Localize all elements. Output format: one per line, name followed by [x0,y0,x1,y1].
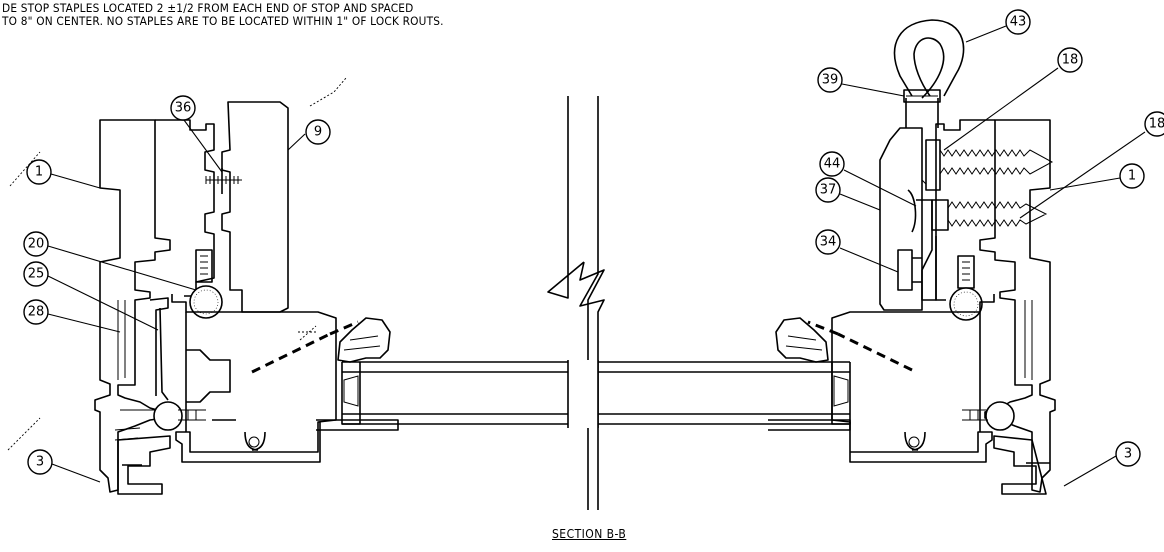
right-weatherstrip [949,255,983,321]
callout-1-left: 1 [26,159,101,189]
callout-25: 25 [23,261,159,331]
left-jamb-sill-3 [117,401,206,495]
callout-3-right: 3 [1063,441,1141,487]
callout-39: 39 [817,67,905,97]
callout-34-label: 34 [820,235,837,250]
left-sash-profile [171,294,359,463]
right-pivot-bar-43 [893,19,965,128]
break-line [547,96,605,510]
right-bead-glazing [775,317,829,363]
callout-28-label: 28 [28,305,45,320]
section-title: SECTION B-B [552,527,627,541]
callout-1-left-label: 1 [35,165,43,180]
callout-36-label: 36 [175,101,192,116]
left-stop-9 [221,101,289,313]
callout-3-right-label: 3 [1124,447,1132,462]
callout-44: 44 [819,151,917,207]
callout-43: 43 [965,9,1031,43]
callout-44-label: 44 [824,157,841,172]
staple-note-line-2: TO 8" ON CENTER. NO STAPLES ARE TO BE LO… [2,14,444,28]
callout-1-right: 1 [1049,163,1145,191]
left-bead-glazing [337,317,391,363]
callout-20-label: 20 [28,237,45,252]
callout-1-right-label: 1 [1128,169,1136,184]
callout-37-label: 37 [820,183,837,198]
callout-3-left: 3 [27,449,101,483]
callout-25-label: 25 [28,267,45,282]
callout-18-lower-label: 18 [1149,117,1164,132]
callout-18-lower: 18 [1019,111,1164,219]
right-stop-37 [879,127,923,311]
callout-3-left-label: 3 [36,455,44,470]
left-staple-36 [205,168,242,194]
staple-note: DE STOP STAPLES LOCATED 2 ±1/2 FROM EACH… [2,2,444,28]
callout-9-label: 9 [314,125,322,140]
right-lock-44-34 [897,189,937,301]
callout-34: 34 [815,229,899,273]
right-jamb-sill-3 [962,401,1050,495]
callout-37: 37 [815,177,881,211]
callout-9: 9 [287,119,331,151]
callout-18-upper-label: 18 [1062,53,1079,68]
right-screws-18 [921,139,1054,231]
staple-note-line-1: DE STOP STAPLES LOCATED 2 ±1/2 FROM EACH… [2,1,414,15]
left-corner-keeper-25-28 [149,297,169,401]
right-sash-profile [807,294,995,463]
callout-18-upper: 18 [943,47,1083,151]
callout-43-label: 43 [1010,15,1027,30]
callout-39-label: 39 [822,73,839,88]
callout-20: 20 [23,231,197,291]
callout-28: 28 [23,299,121,333]
weld-tick-marks [7,77,347,451]
callout-36: 36 [170,95,223,173]
left-weatherstrip-20 [189,249,223,319]
